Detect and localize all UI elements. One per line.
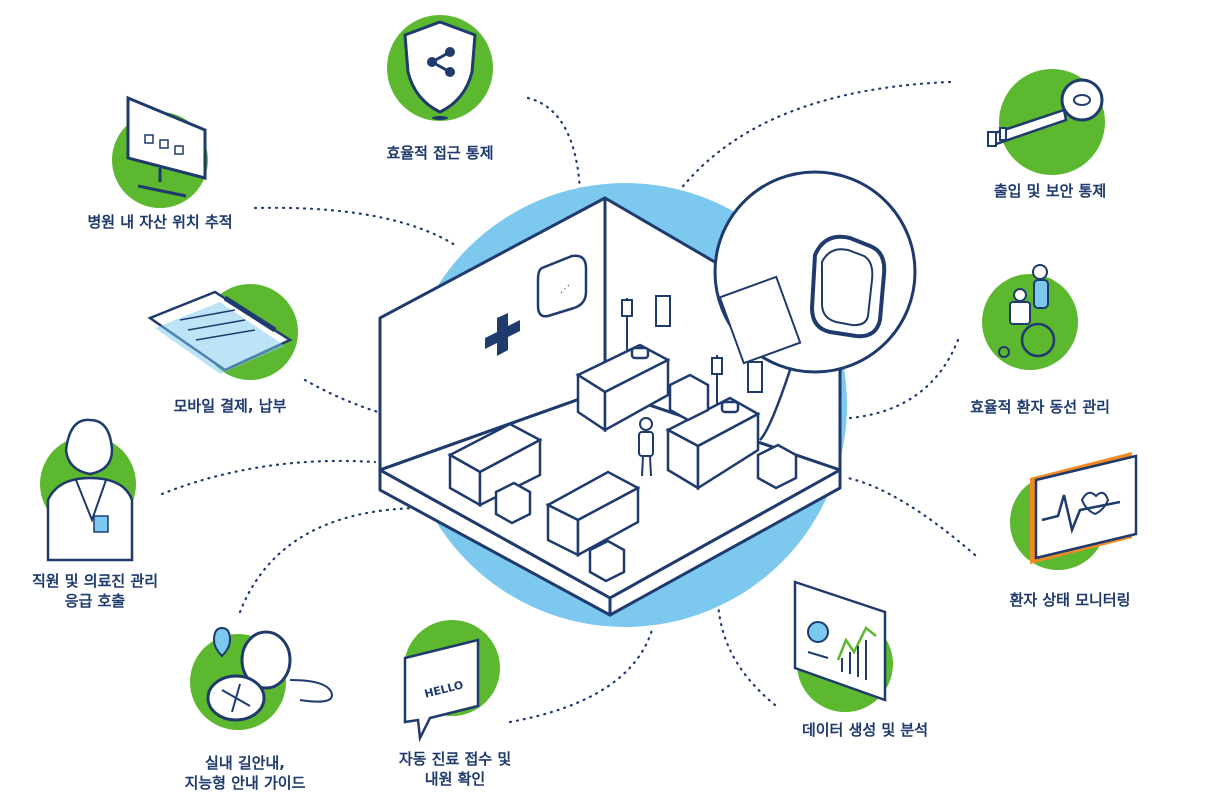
doctor-icon: [40, 418, 136, 562]
label-entry-security: 출입 및 보안 통제: [993, 182, 1107, 200]
bed-back-right: [665, 396, 761, 491]
beacon-magnifier: [713, 170, 917, 441]
shield-icon: [387, 15, 493, 121]
wheelchair-icon: [982, 264, 1078, 370]
label-indoor-navigation: 실내 길안내, 지능형 안내 가이드: [184, 754, 306, 792]
label-data-analysis: 데이터 생성 및 분석: [801, 721, 929, 739]
label-patient-flow: 효율적 환자 동선 관리: [970, 398, 1110, 416]
label-auto-reception: 자동 진료 접수 및 내원 확인: [398, 750, 512, 788]
room-fixtures: [621, 295, 763, 410]
label-access-control: 효율적 접근 통제: [386, 144, 494, 162]
bed-front-left: [447, 422, 543, 508]
bed-back-left: [575, 343, 671, 433]
label-patient-monitoring: 환자 상태 모니터링: [1009, 591, 1131, 609]
label-asset-tracking: 병원 내 자산 위치 추적: [87, 213, 233, 231]
speech-bubble-icon: HELLO: [403, 620, 500, 743]
label-staff-emergency: 직원 및 의료진 관리 응급 호출: [31, 572, 159, 610]
monitor-icon: [112, 95, 208, 208]
heartbeat-icon: [1010, 452, 1138, 570]
key-icon: [987, 69, 1105, 175]
chart-board-icon: [793, 580, 893, 712]
compass-icon: [190, 626, 334, 730]
label-mobile-payment: 모바일 결제, 납부: [173, 397, 287, 415]
wall-beacon-icon: ⋰: [536, 254, 588, 318]
bed-front-center: [545, 470, 641, 558]
medical-cross-icon: [485, 313, 520, 356]
bedside-tables: [494, 373, 798, 583]
clipboard-icon: [147, 284, 298, 380]
connectors: [160, 80, 977, 724]
svg-text:⋰: ⋰: [560, 284, 570, 295]
doctor-figure: [638, 417, 654, 477]
